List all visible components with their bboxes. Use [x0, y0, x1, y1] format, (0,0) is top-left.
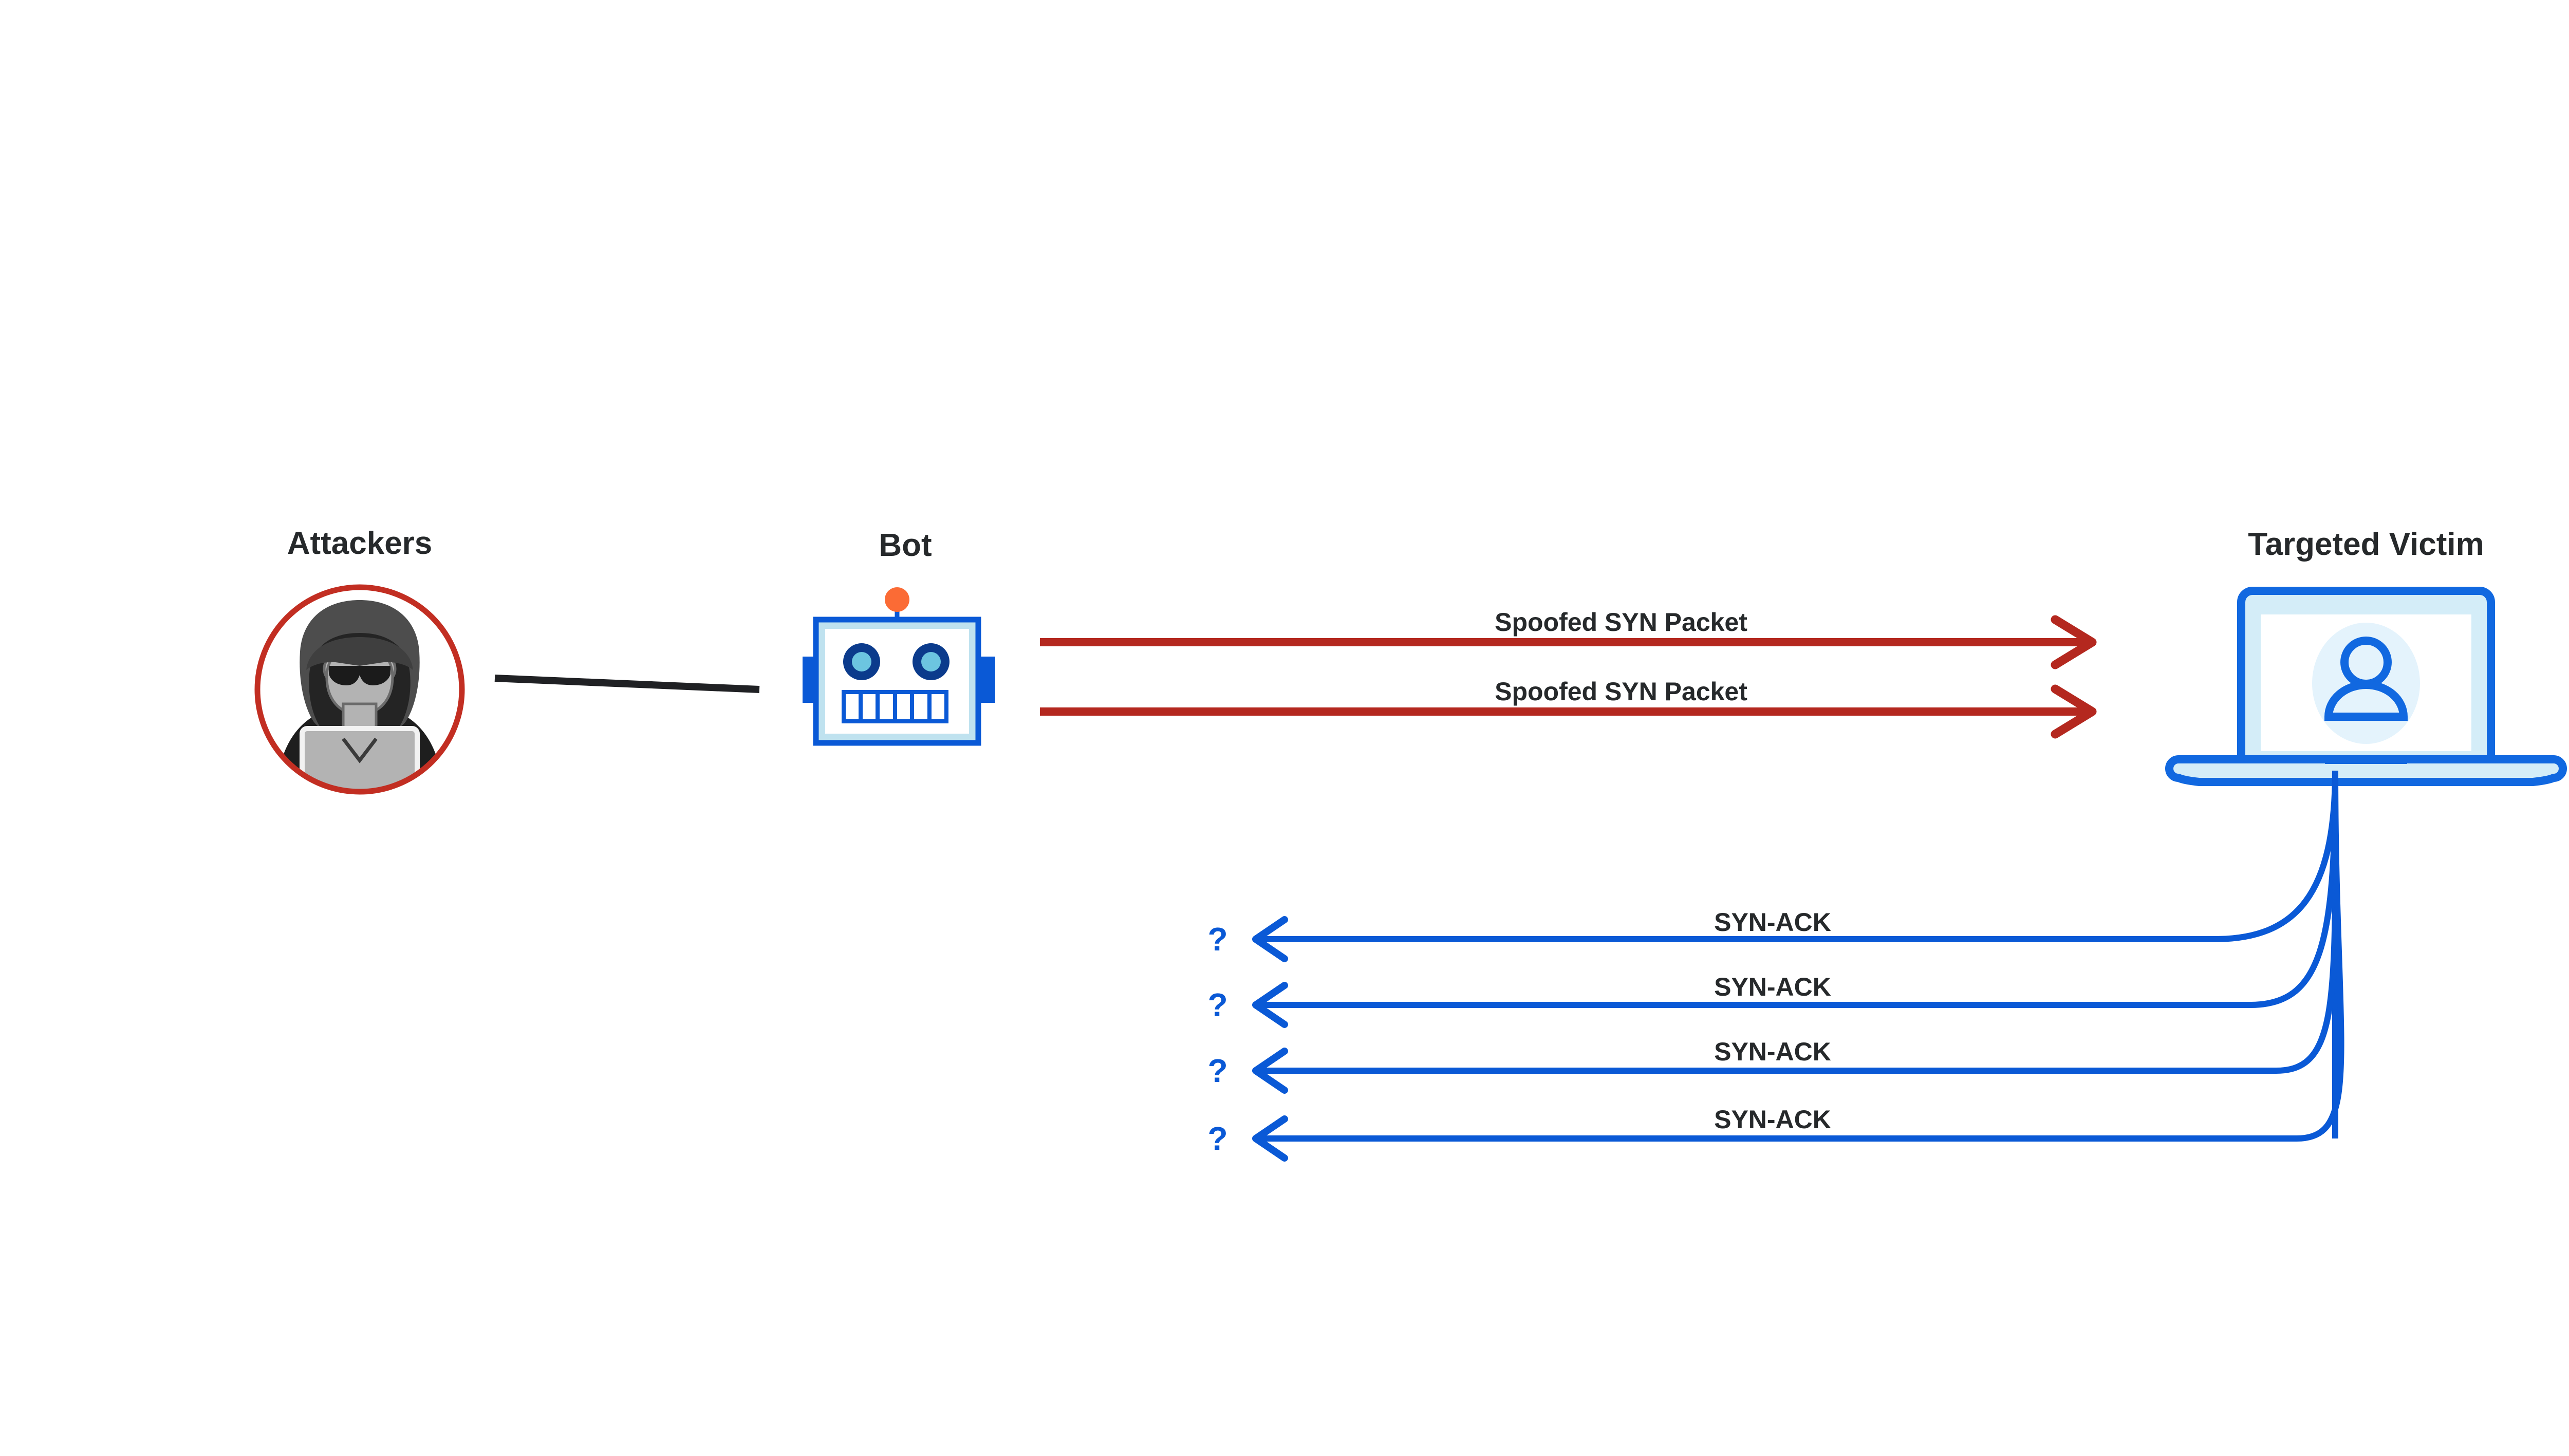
arrowhead-left-icon — [1252, 1115, 1288, 1162]
synack-label-3: SYN-ACK — [1714, 1037, 1831, 1066]
attacker-bot-link — [494, 675, 760, 693]
question-mark-1: ? — [1207, 921, 1227, 958]
robot-antenna-light-icon — [885, 587, 909, 612]
hacker-avatar-icon — [254, 584, 465, 795]
synack-label-1: SYN-ACK — [1714, 908, 1831, 937]
question-mark-4: ? — [1207, 1120, 1227, 1157]
arrowhead-left-icon — [1252, 982, 1288, 1028]
arrowhead-right-icon — [2051, 615, 2097, 669]
arrowhead-left-icon — [1252, 916, 1288, 962]
arrowhead-left-icon — [1252, 1048, 1288, 1094]
synack-arrow-4: SYN-ACK ? — [1207, 770, 2344, 1162]
synack-arrows: SYN-ACK ? SYN-ACK ? SYN-ACK ? SYN-ACK ? — [1207, 770, 2344, 1162]
attackers-node: Attackers — [254, 526, 465, 795]
victim-node: Targeted Victim — [2165, 527, 2567, 786]
synack-label-4: SYN-ACK — [1714, 1105, 1831, 1134]
victim-label: Targeted Victim — [2248, 527, 2484, 562]
bot-label: Bot — [879, 528, 932, 563]
attackers-label: Attackers — [287, 526, 433, 561]
attacker-ring — [254, 584, 465, 795]
bot-node: Bot — [803, 528, 995, 746]
spoofed-syn-label-1: Spoofed SYN Packet — [1495, 608, 1747, 637]
spoofed-syn-arrow-1: Spoofed SYN Packet — [1040, 608, 2097, 669]
spoofed-syn-label-2: Spoofed SYN Packet — [1495, 677, 1747, 706]
robot-icon — [803, 587, 995, 746]
arrowhead-right-icon — [2051, 684, 2097, 739]
spoofed-syn-arrows: Spoofed SYN Packet Spoofed SYN Packet — [1040, 608, 2097, 739]
laptop-user-icon — [2165, 587, 2567, 786]
spoofed-syn-arrow-2: Spoofed SYN Packet — [1040, 677, 2097, 739]
synack-label-2: SYN-ACK — [1714, 973, 1831, 1001]
question-mark-3: ? — [1207, 1052, 1227, 1089]
question-mark-2: ? — [1207, 986, 1227, 1023]
